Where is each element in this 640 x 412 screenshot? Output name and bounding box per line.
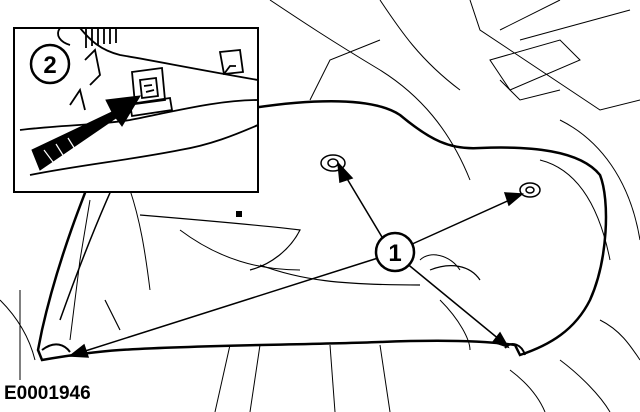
callout-2-label: 2 bbox=[43, 52, 56, 79]
callout-1-leaders bbox=[67, 160, 524, 358]
callout-1-badge: 1 bbox=[374, 231, 416, 273]
trim-panel bbox=[36, 100, 608, 362]
small-mark bbox=[236, 211, 242, 217]
direction-arrow bbox=[31, 95, 141, 171]
callout-2-badge: 2 bbox=[29, 43, 71, 85]
clip-holes bbox=[320, 154, 541, 198]
detail-inset: 2 bbox=[13, 27, 259, 193]
inset-drawing bbox=[19, 27, 259, 176]
figure-reference-id: E0001946 bbox=[4, 383, 91, 404]
callout-1-label: 1 bbox=[388, 240, 401, 267]
